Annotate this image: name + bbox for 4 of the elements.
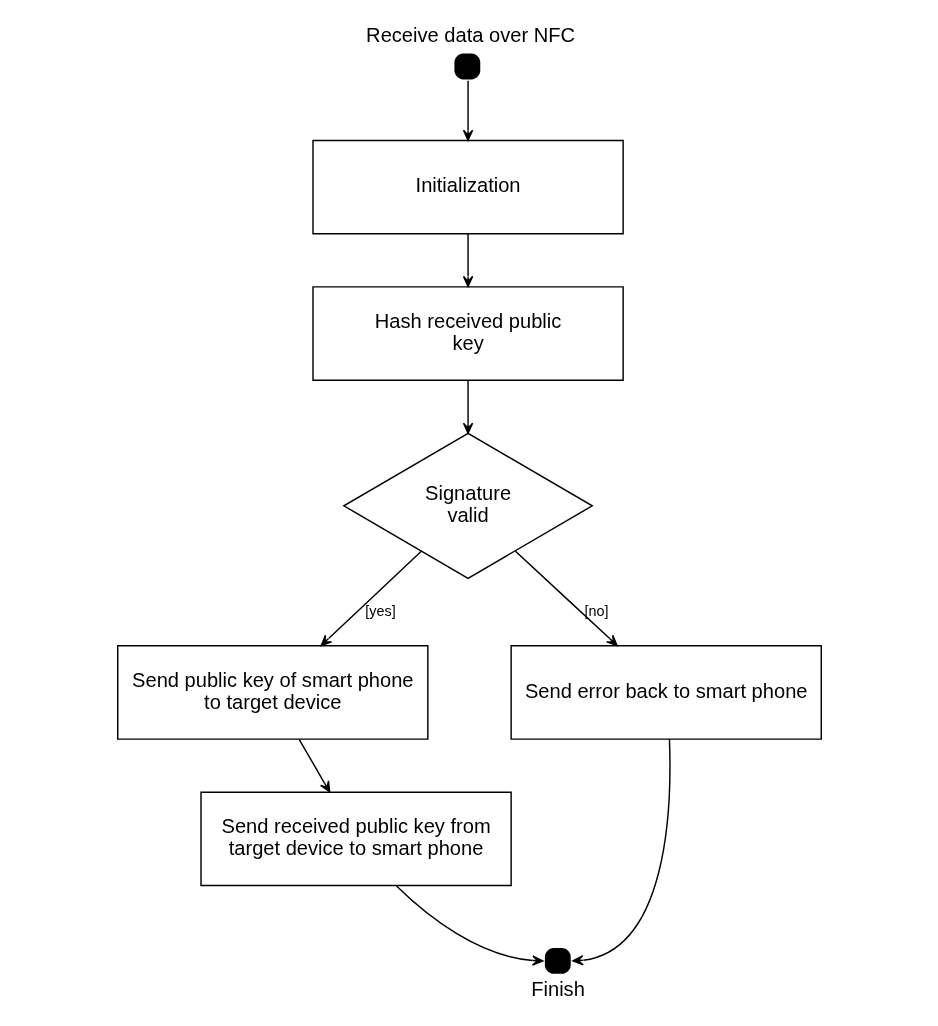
- node-label: Receive data over NFC: [365, 24, 575, 47]
- edge-label: [no]: [584, 602, 609, 619]
- node-label: Finish: [530, 977, 585, 1000]
- edge-label: [yes]: [364, 602, 396, 619]
